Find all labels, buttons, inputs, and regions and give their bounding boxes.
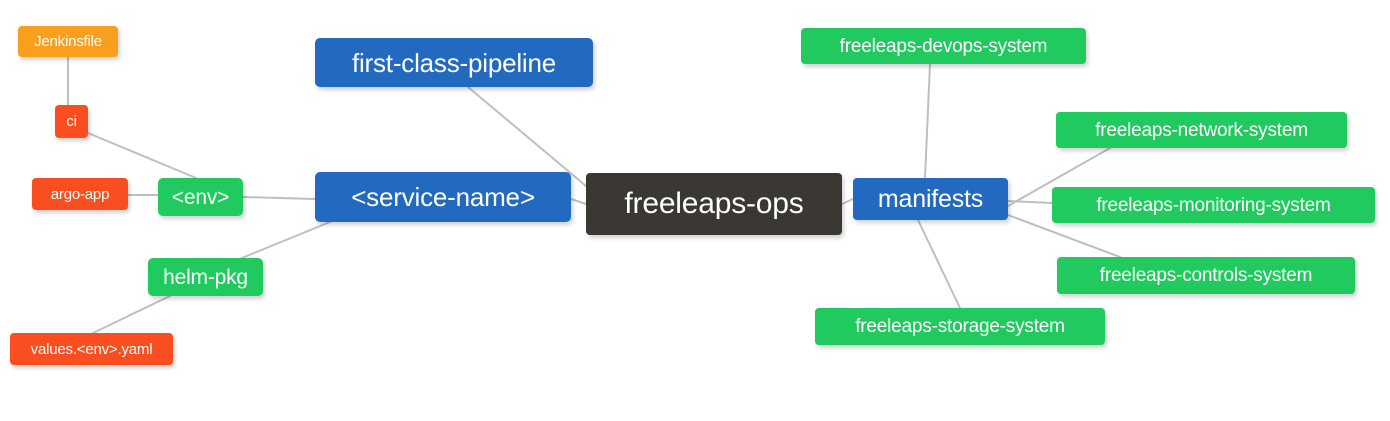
mindmap-node-service[interactable]: <service-name> (315, 172, 571, 222)
mindmap-node-argo[interactable]: argo-app (32, 178, 128, 210)
edge-manifests-to-storage (917, 219, 961, 309)
edge-helm-to-values (92, 295, 171, 334)
edge-root-to-service (570, 198, 587, 205)
mindmap-node-manifests[interactable]: manifests (853, 178, 1008, 220)
edge-root-to-pipeline (467, 86, 587, 187)
mindmap-node-devops[interactable]: freeleaps-devops-system (801, 28, 1086, 64)
edge-manifests-to-devops (924, 63, 931, 179)
mindmap-node-root[interactable]: freeleaps-ops (586, 173, 842, 235)
mindmap-node-jenkins[interactable]: Jenkinsfile (18, 26, 118, 57)
edge-service-to-helm (241, 221, 331, 259)
mindmap-node-pipeline[interactable]: first-class-pipeline (315, 38, 593, 87)
mindmap-node-network[interactable]: freeleaps-network-system (1056, 112, 1347, 148)
mindmap-node-storage[interactable]: freeleaps-storage-system (815, 308, 1105, 345)
mindmap-node-monitoring[interactable]: freeleaps-monitoring-system (1052, 187, 1375, 223)
edge-env-to-ci (87, 132, 197, 179)
edge-manifests-to-controls (1007, 214, 1121, 258)
mindmap-node-env[interactable]: <env> (158, 178, 243, 216)
edge-manifests-to-network (1007, 147, 1111, 207)
edge-root-to-manifests (841, 198, 854, 205)
mindmap-node-helm[interactable]: helm-pkg (148, 258, 263, 296)
edge-service-to-env (242, 196, 316, 200)
edge-manifests-to-monitoring (1007, 200, 1053, 204)
mindmap-node-ci[interactable]: ci (55, 105, 88, 138)
mindmap-node-values[interactable]: values.<env>.yaml (10, 333, 173, 365)
mindmap-node-controls[interactable]: freeleaps-controls-system (1057, 257, 1355, 294)
